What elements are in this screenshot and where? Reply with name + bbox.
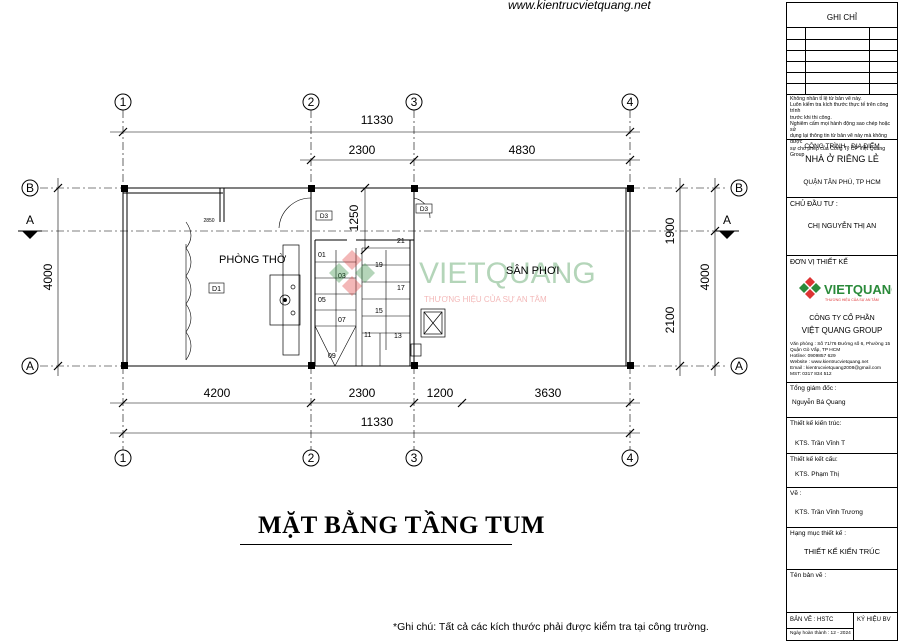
grid-bubble-4-bottom: 4 — [621, 449, 639, 467]
completion-date: Ngày hoàn thành : 12 - 2024 — [790, 631, 851, 636]
grid-bubble-4-top: 4 — [621, 93, 639, 111]
step-label: 05 — [318, 297, 326, 304]
dim-right-height: 4000 — [698, 263, 712, 290]
section-mark-left: A — [18, 213, 42, 239]
svg-text:3: 3 — [411, 451, 418, 465]
step-label: 13 — [394, 333, 402, 340]
svg-text:B: B — [735, 181, 743, 195]
dim-right-upper: 1900 — [663, 217, 677, 244]
grid-bubble-B-left: B — [21, 179, 39, 197]
dim-top-seg1: 2300 — [349, 143, 376, 157]
room-label-altar: PHÒNG THỜ — [219, 253, 287, 266]
arch-name: KTS. Trần Vĩnh T — [795, 440, 846, 447]
struct-label: Thiết kế kết cấu: — [790, 456, 838, 463]
svg-text:4: 4 — [627, 95, 634, 109]
dim-bottom-seg4: 3630 — [535, 386, 562, 400]
svg-text:2: 2 — [308, 451, 315, 465]
website-url: www.kientrucvietquang.net — [508, 0, 651, 12]
svg-text:4: 4 — [627, 451, 634, 465]
svg-text:1: 1 — [120, 95, 127, 109]
dim-top-seg2: 4830 — [509, 143, 536, 157]
drawing-name-label: Tên bản vẽ : — [790, 572, 827, 579]
category-label: Hạng mục thiết kế : — [790, 530, 846, 537]
step-label: 03 — [338, 273, 346, 280]
grid-bubble-1-top: 1 — [114, 93, 132, 111]
svg-text:THƯƠNG HIỆU CỦA SỰ AN TÂM: THƯƠNG HIỆU CỦA SỰ AN TÂM — [825, 297, 879, 302]
owner-name: CHỊ NGUYỄN THỊ AN — [807, 223, 877, 230]
grid-bubble-A-right: A — [730, 357, 748, 375]
svg-text:A: A — [723, 213, 731, 227]
svg-text:THƯƠNG HIỆU CỦA SỰ AN TÂM: THƯƠNG HIỆU CỦA SỰ AN TÂM — [424, 295, 547, 304]
door-d1 — [185, 221, 192, 361]
notes-header: GHI CHỈ — [826, 13, 858, 22]
dim-bottom-seg1: 4200 — [204, 386, 231, 400]
grid-bubble-3-top: 3 — [405, 93, 423, 111]
svg-text:A: A — [26, 359, 34, 373]
svg-text:VIETQUANG: VIETQUANG — [419, 257, 596, 290]
step-label: 07 — [338, 317, 346, 324]
draw-label: Vẽ : — [790, 490, 802, 497]
grid-bubble-2-top: 2 — [302, 93, 320, 111]
grid-bubble-3-bottom: 3 — [405, 449, 423, 467]
company-line2: VIỆT QUANG GROUP — [801, 326, 883, 335]
floor-plan-drawing: 1 2 3 4 1 2 3 4 B A B A A A — [18, 93, 748, 467]
svg-text:A: A — [735, 359, 743, 373]
dim-right-lower: 2100 — [663, 306, 677, 333]
dim-bottom-seg3: 1200 — [427, 386, 454, 400]
dim-bottom-total: 11330 — [361, 415, 394, 429]
grid-bubble-B-right: B — [730, 179, 748, 197]
door-d3-left-label: D3 — [320, 213, 329, 220]
svg-text:1: 1 — [120, 451, 127, 465]
altar-cabinet — [269, 244, 301, 356]
dim-bottom-seg2: 2300 — [349, 386, 376, 400]
disclaimer: Không nhân tỉ lệ từ bản vẽ này. Luôn kiể… — [790, 96, 891, 158]
staircase — [314, 247, 410, 367]
category-name: THIẾT KẾ KIẾN TRÚC — [804, 547, 880, 556]
company-line1: CÔNG TY CỔ PHẦN — [809, 315, 875, 322]
watermark-logo: VIETQUANG THƯƠNG HIỆU CỦA SỰ AN TÂM — [329, 250, 596, 304]
svg-text:2: 2 — [308, 95, 315, 109]
dim-stair-gap: 1250 — [347, 204, 361, 231]
title-underline — [240, 544, 512, 545]
grid-bubble-1-bottom: 1 — [114, 449, 132, 467]
step-label: 11 — [364, 332, 371, 339]
company-address: Văn phòng : Số 71/76 Đường số 6, Phường … — [790, 342, 891, 377]
step-label: 17 — [397, 285, 405, 292]
step-label: 15 — [375, 308, 383, 315]
svg-text:VIETQUANG: VIETQUANG — [824, 282, 892, 297]
director-label: Tổng giám đốc : — [790, 385, 837, 392]
svg-text:3: 3 — [411, 95, 418, 109]
step-label: 21 — [397, 238, 405, 245]
director-name: Nguyễn Bá Quang — [792, 399, 846, 406]
arch-label: Thiết kế kiến trúc: — [790, 420, 842, 427]
step-label: 01 — [318, 252, 326, 259]
svg-text:B: B — [26, 181, 34, 195]
door-d1-label: D1 — [212, 286, 221, 293]
construction-note: *Ghi chú: Tất cả các kích thước phải đượ… — [393, 621, 709, 633]
drawing-code-label: KÝ HIỆU BV — [857, 617, 891, 623]
dim-small: 2850 — [203, 218, 214, 224]
step-label: 19 — [375, 262, 383, 269]
room-label-terrace: SÂN PHƠI — [506, 264, 559, 277]
draw-name: KTS. Trần Vĩnh Trương — [795, 509, 863, 516]
grid-bubble-A-left: A — [21, 357, 39, 375]
project-name: NHÀ Ở RIÊNG LẺ — [805, 154, 879, 164]
project-label: CÔNG TRÌNH - ĐỊA ĐIỂM — [804, 143, 880, 150]
step-label: 09 — [328, 353, 336, 360]
door-d3-right-label: D3 — [420, 206, 429, 213]
skylight-box — [410, 308, 446, 357]
sheet-label: BẢN VẼ : HSTC — [790, 617, 834, 623]
dim-top-total: 11330 — [361, 113, 394, 127]
section-mark-right: A — [715, 213, 739, 239]
company-logo: VIETQUANG THƯƠNG HIỆU CỦA SỰ AN TÂM — [797, 275, 900, 305]
designer-label: ĐƠN VỊ THIẾT KẾ — [790, 259, 848, 266]
owner-label: CHỦ ĐẦU TƯ : — [790, 201, 838, 208]
title-block: GHI CHỈ Không nhân tỉ lệ từ bản vẽ này. … — [786, 2, 900, 641]
drawing-title: MẶT BẰNG TẦNG TUM — [258, 512, 546, 539]
struct-name: KTS. Phạm Thị — [795, 471, 839, 478]
dim-left-height: 4000 — [41, 263, 55, 290]
grid-bubble-2-bottom: 2 — [302, 449, 320, 467]
project-location: QUẬN TÂN PHÚ, TP HCM — [803, 179, 881, 186]
svg-text:A: A — [26, 213, 34, 227]
